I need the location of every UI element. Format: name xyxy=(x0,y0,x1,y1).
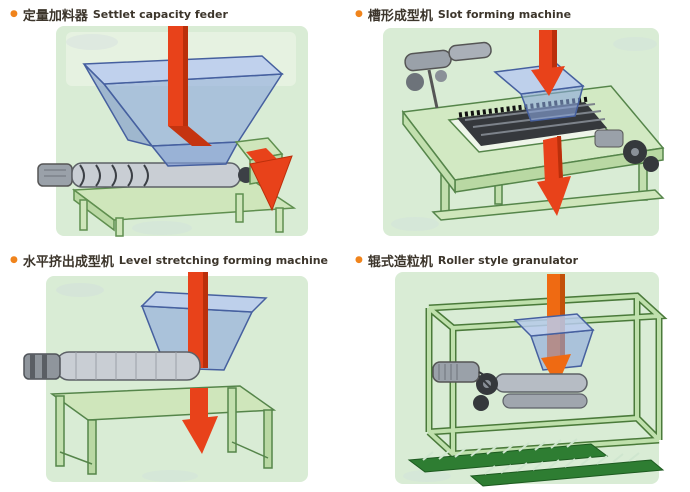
panel-title-english: Settlet capacity feder xyxy=(92,8,228,21)
bullet-icon: ● xyxy=(10,9,18,19)
stand-frame xyxy=(49,385,277,475)
bullet-icon: ● xyxy=(10,255,18,265)
rollers xyxy=(473,373,588,411)
base-frame xyxy=(71,179,297,237)
panel-level-stretching-forming-machine: ● 水平挤出成型机 Level stretching forming machi… xyxy=(0,246,345,492)
panel-title-english: Level stretching forming machine xyxy=(118,254,329,267)
feed-arrow-head xyxy=(541,354,571,386)
output-arrow xyxy=(537,136,571,216)
feed-arrow xyxy=(168,26,212,146)
settlet-capacity-feeder-illustration xyxy=(37,26,308,237)
gears-right xyxy=(594,129,659,172)
panel-header: ● 辊式造粒机 Roller style granulator xyxy=(355,251,686,270)
panel-title-chinese: 水平挤出成型机 xyxy=(22,255,114,270)
panel-header: ● 定量加料器 Settlet capacity feder xyxy=(10,5,341,24)
panel-title-chinese: 定量加料器 xyxy=(22,9,88,24)
panel-title-english: Slot forming machine xyxy=(437,8,572,21)
panel-slot-forming-machine: ● 槽形成型机 Slot forming machine xyxy=(345,0,690,246)
bullet-icon: ● xyxy=(355,255,363,265)
level-stretching-forming-machine-illustration xyxy=(23,272,308,482)
panel-settlet-capacity-feeder: ● 定量加料器 Settlet capacity feder xyxy=(0,0,345,246)
panel-header: ● 槽形成型机 Slot forming machine xyxy=(355,5,686,24)
panel-header: ● 水平挤出成型机 Level stretching forming machi… xyxy=(10,251,341,270)
feed-arrow xyxy=(188,272,208,368)
extruder-barrel xyxy=(23,351,201,381)
feed-arrow-head xyxy=(182,388,218,454)
discharge-arrow xyxy=(246,148,293,212)
screw-conveyor xyxy=(37,162,254,188)
drive-motors xyxy=(404,41,492,109)
frame-legs xyxy=(431,155,665,221)
panel-title-chinese: 槽形成型机 xyxy=(367,9,433,24)
base-rails xyxy=(407,438,665,487)
bullet-icon: ● xyxy=(355,9,363,19)
slot-forming-machine-illustration xyxy=(383,28,665,236)
panel-title-chinese: 辊式造粒机 xyxy=(367,255,433,270)
roller-style-granulator-illustration xyxy=(395,272,668,487)
feed-arrow xyxy=(531,30,565,96)
panel-title-english: Roller style granulator xyxy=(437,254,579,267)
drive-motor xyxy=(432,361,496,391)
panel-roller-style-granulator: ● 辊式造粒机 Roller style granulator xyxy=(345,246,690,492)
